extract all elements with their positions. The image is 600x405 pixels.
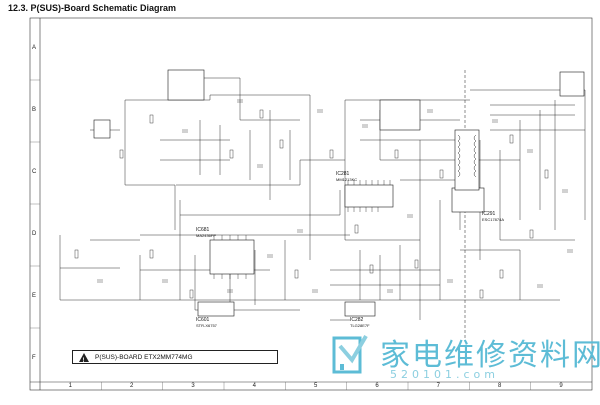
ic601-part: STR-X6757 (196, 323, 217, 328)
resistor (329, 149, 334, 159)
ic281-label: IC281 MM1213KC (336, 171, 358, 183)
transformer-coils (457, 134, 477, 178)
ic282-label: IC282 TLG28E7F (350, 317, 370, 329)
rect-bridge (379, 99, 421, 131)
resistor (354, 224, 359, 234)
resistor (149, 249, 154, 259)
ic681-box (209, 239, 255, 275)
watermark-url: 520101.com (390, 368, 499, 381)
row-label-e: E (32, 293, 37, 299)
resistor (294, 269, 299, 279)
watermark: 家电维修资料网 520101.com (330, 330, 600, 390)
col-label-5: 5 (314, 383, 318, 389)
resistor (149, 114, 154, 124)
ic291-part: ESC17874A (482, 217, 505, 222)
col-label-1: 1 (68, 383, 72, 389)
ic281-box (344, 184, 394, 208)
ic-pins (213, 180, 391, 279)
ic291-label: IC291 ESC17874A (482, 211, 505, 223)
ic282-name: IC282 (350, 317, 364, 323)
watermark-logo-icon (332, 334, 368, 374)
schematic-wiring (59, 77, 586, 321)
row-label-c: C (32, 169, 37, 175)
passive-components (74, 99, 573, 299)
row-label-b: B (32, 107, 37, 113)
page-title: 12.3. P(SUS)-Board Schematic Diagram (8, 3, 177, 13)
col-label-6: 6 (375, 383, 379, 389)
resistor (279, 139, 284, 149)
ic282-part: TLG28E7F (350, 323, 370, 328)
board-warning-box: P(SUS)-BOARD ETX2MM774MG (72, 350, 278, 368)
row-label-d: D (32, 231, 37, 237)
col-ticks (101, 382, 531, 390)
resistor (369, 264, 374, 274)
resistor (189, 289, 194, 299)
transformer (454, 129, 480, 191)
col-label-8: 8 (498, 383, 502, 389)
ic-blocks (93, 69, 585, 317)
col-label-7: 7 (436, 383, 440, 389)
ic281-name: IC281 (336, 171, 350, 177)
ic601-label: IC601 STR-X6757 (196, 317, 217, 329)
connector-right-top (559, 71, 585, 97)
ic281-part: MM1213KC (336, 177, 358, 182)
resistor (509, 134, 514, 144)
ic282-box (344, 301, 376, 317)
resistor (229, 149, 234, 159)
col-label-3: 3 (191, 383, 195, 389)
ic601-name: IC601 (196, 317, 210, 323)
col-label-9: 9 (559, 383, 563, 389)
resistor (394, 149, 399, 159)
resistor (499, 269, 504, 279)
col-label-4: 4 (252, 383, 256, 389)
ic681-name: IC681 (196, 227, 210, 233)
resistor (119, 149, 124, 159)
warning-icon (79, 353, 89, 368)
resistor (529, 229, 534, 239)
resistor (439, 169, 444, 179)
ic291-name: IC291 (482, 211, 496, 217)
connector-left-b (93, 119, 111, 139)
row-label-f: F (32, 355, 36, 361)
ic681-part: MA2436FP (196, 233, 217, 238)
resistor (259, 109, 264, 119)
col-label-2: 2 (130, 383, 134, 389)
watermark-text: 家电维修资料网 (380, 338, 600, 373)
resistor (74, 249, 79, 259)
relay (167, 69, 205, 101)
board-warning-text: P(SUS)-BOARD ETX2MM774MG (95, 354, 193, 361)
resistor (544, 169, 549, 179)
row-label-a: A (32, 45, 37, 51)
resistor (479, 289, 484, 299)
ic291-box (451, 187, 485, 213)
ic601-box (197, 301, 235, 317)
resistor (414, 259, 419, 269)
row-ticks (30, 79, 40, 329)
ic681-label: IC681 MA2436FP (196, 227, 217, 239)
